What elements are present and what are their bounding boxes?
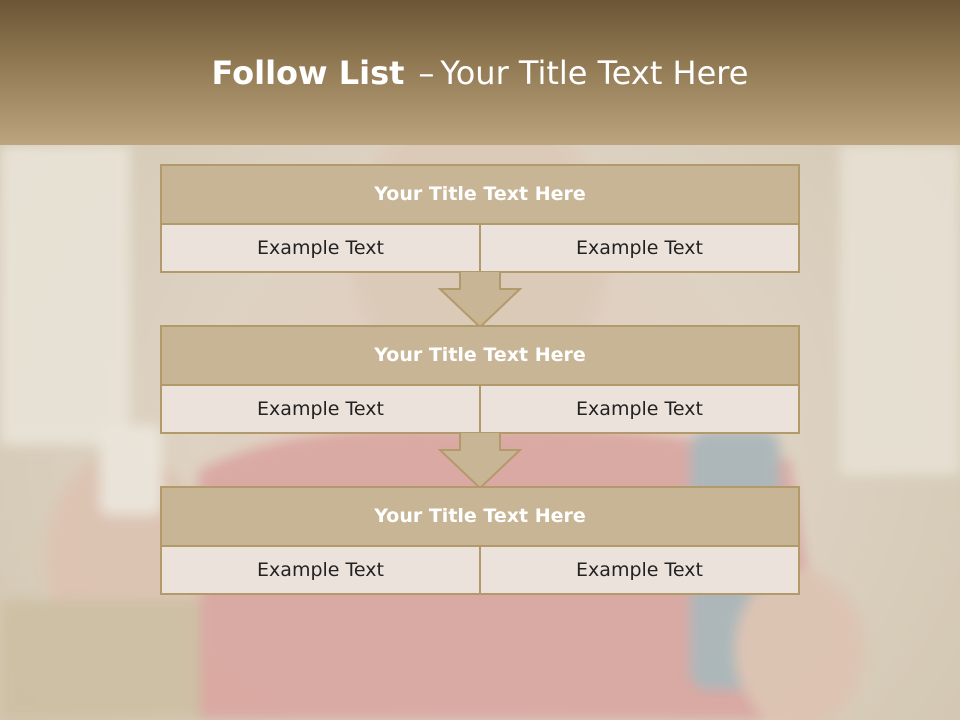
title-dash: – (418, 54, 435, 92)
title-header-band: Follow List–Your Title Text Here (0, 0, 960, 145)
step-title: Your Title Text Here (162, 327, 798, 386)
step-title: Your Title Text Here (162, 488, 798, 547)
down-arrow-icon (438, 432, 522, 490)
step-row: Example Text Example Text (162, 225, 798, 271)
step-cell-right: Example Text (479, 386, 798, 432)
title-subtitle-part: Your Title Text Here (440, 54, 749, 92)
slide-title: Follow List–Your Title Text Here (0, 54, 960, 92)
step-cell-left: Example Text (162, 547, 479, 593)
step-title: Your Title Text Here (162, 166, 798, 225)
step-cell-left: Example Text (162, 225, 479, 271)
step-cell-left: Example Text (162, 386, 479, 432)
step-cell-right: Example Text (479, 225, 798, 271)
step-row: Example Text Example Text (162, 386, 798, 432)
step-block-3: Your Title Text Here Example Text Exampl… (160, 486, 800, 595)
down-arrow-icon (438, 271, 522, 329)
step-cell-right: Example Text (479, 547, 798, 593)
step-block-2: Your Title Text Here Example Text Exampl… (160, 325, 800, 434)
title-bold-part: Follow List (211, 54, 405, 92)
step-block-1: Your Title Text Here Example Text Exampl… (160, 164, 800, 273)
step-row: Example Text Example Text (162, 547, 798, 593)
